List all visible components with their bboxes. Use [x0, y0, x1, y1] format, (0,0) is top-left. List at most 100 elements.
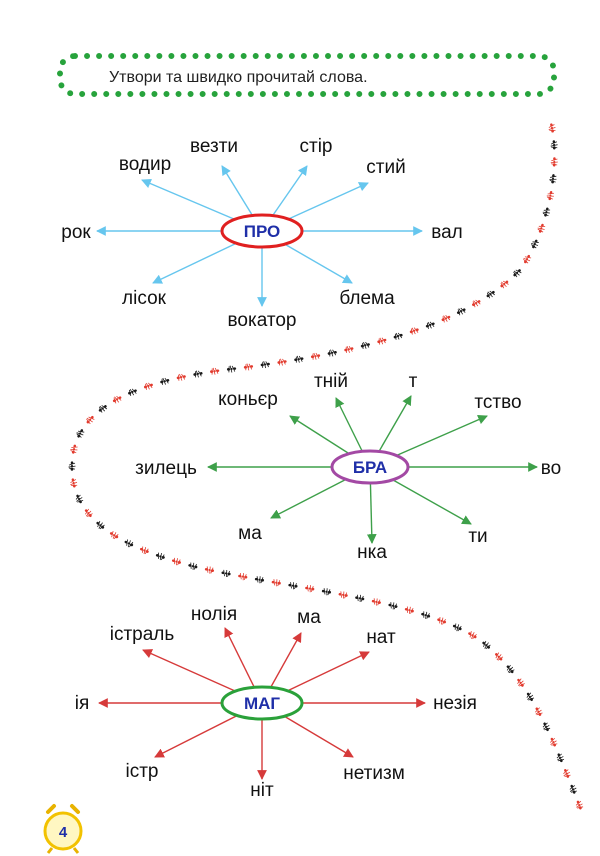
- ant-icon: [452, 623, 462, 632]
- ant-icon: [210, 367, 220, 375]
- ant-icon: [472, 299, 481, 308]
- ant-icon: [124, 539, 134, 548]
- ant-icon: [338, 591, 348, 599]
- hub-mag: МАГ: [244, 694, 280, 713]
- ant-icon: [569, 784, 577, 794]
- ant-icon: [377, 337, 387, 345]
- ant-icon: [486, 290, 496, 299]
- ant-icon: [327, 349, 337, 357]
- ant-icon: [500, 280, 509, 289]
- word-ma-2: ма: [297, 607, 321, 628]
- ant-icon: [288, 582, 298, 590]
- clock-bell-right: [70, 804, 80, 814]
- hub-bra: БРА: [353, 458, 387, 477]
- ant-icon: [96, 520, 105, 530]
- clock-icon: [43, 811, 83, 851]
- ant-icon: [277, 358, 287, 366]
- ant-icon: [128, 388, 137, 397]
- ant-icon: [468, 631, 477, 640]
- word-blema: блема: [339, 288, 395, 309]
- ant-icon: [563, 769, 571, 778]
- cluster-pro: ПРО водир везти стір стий рок вал лісок …: [61, 136, 463, 331]
- clock-bell-left: [46, 804, 56, 814]
- ant-icon: [549, 174, 557, 184]
- cluster-mag: МАГ істраль нолія ма нат ія незія істр н…: [75, 604, 477, 801]
- word-rok: рок: [61, 222, 91, 243]
- page-number-clock: 4: [43, 804, 83, 854]
- ant-icon: [109, 530, 119, 540]
- ant-icon: [548, 123, 556, 133]
- instruction-text: Утвори та швидко прочитай слова.: [109, 69, 368, 86]
- word-lisok: лісок: [122, 288, 167, 309]
- instruction-box: Утвори та швидко прочитай слова.: [57, 53, 557, 97]
- ant-icon: [546, 190, 554, 201]
- ant-icon: [112, 395, 122, 404]
- word-tnii: тній: [314, 371, 348, 392]
- ant-icon: [155, 552, 165, 561]
- ant-icon: [310, 352, 321, 360]
- ant-icon: [70, 478, 78, 488]
- ant-icon: [98, 405, 108, 413]
- ant-icon: [542, 722, 551, 732]
- word-vokator: вокатор: [228, 310, 297, 331]
- ant-icon: [221, 569, 231, 578]
- ant-icon: [243, 363, 254, 371]
- word-nit: ніт: [250, 780, 274, 801]
- ant-icon: [388, 602, 398, 610]
- word-konier: коньєр: [218, 389, 278, 410]
- ant-icon: [517, 678, 525, 687]
- word-ty: ти: [468, 526, 487, 547]
- word-netyzm: нетизм: [343, 763, 405, 784]
- ant-icon: [294, 355, 304, 363]
- ant-icon: [549, 737, 558, 747]
- ant-icon: [260, 361, 270, 369]
- word-val: вал: [431, 222, 463, 243]
- word-ma: ма: [238, 523, 262, 544]
- ant-icon: [171, 557, 181, 566]
- ant-icon: [76, 429, 85, 438]
- ant-icon: [355, 594, 365, 602]
- ant-icon: [344, 345, 354, 353]
- ant-icon: [305, 585, 315, 593]
- word-tstvo: тство: [474, 392, 521, 413]
- ant-icon: [360, 341, 370, 349]
- ant-icon: [409, 327, 419, 335]
- word-t: т: [409, 371, 418, 392]
- word-nka: нка: [357, 542, 387, 563]
- ant-icon: [506, 664, 515, 674]
- clock-leg: [46, 847, 54, 854]
- ant-icon: [523, 254, 532, 264]
- word-zylets: зилець: [135, 458, 197, 479]
- hub-pro: ПРО: [244, 222, 281, 241]
- ant-icon: [456, 307, 466, 316]
- ant-icon: [176, 373, 186, 381]
- word-nezia: незія: [433, 693, 477, 714]
- cluster-bra: БРА коньєр тній т тство зилець во ма нка…: [135, 371, 561, 563]
- word-vo: во: [541, 458, 561, 479]
- ant-icon: [86, 415, 95, 425]
- word-vezty: везти: [190, 136, 238, 157]
- ant-icon: [534, 707, 543, 716]
- word-iia: ія: [75, 693, 90, 714]
- ant-icon: [441, 314, 451, 323]
- ant-icon: [513, 269, 522, 278]
- ant-icon: [575, 800, 584, 810]
- word-nat: нат: [366, 627, 396, 648]
- ant-icon: [425, 321, 435, 329]
- hub-ring-pro: [220, 213, 304, 249]
- word-stir: стір: [300, 136, 333, 157]
- ant-icon: [421, 611, 431, 619]
- ant-icon: [68, 461, 76, 471]
- word-istr: істр: [126, 761, 159, 782]
- ant-icon: [70, 444, 78, 454]
- ant-icon: [526, 692, 535, 701]
- ant-trail-ants: [68, 123, 584, 810]
- page-number: 4: [59, 824, 68, 841]
- ant-icon: [371, 598, 381, 606]
- ant-icon: [143, 382, 153, 390]
- ant-icon: [495, 652, 504, 661]
- ant-icon: [393, 332, 403, 340]
- word-vodyr: водир: [119, 154, 171, 175]
- ant-icon: [271, 579, 281, 587]
